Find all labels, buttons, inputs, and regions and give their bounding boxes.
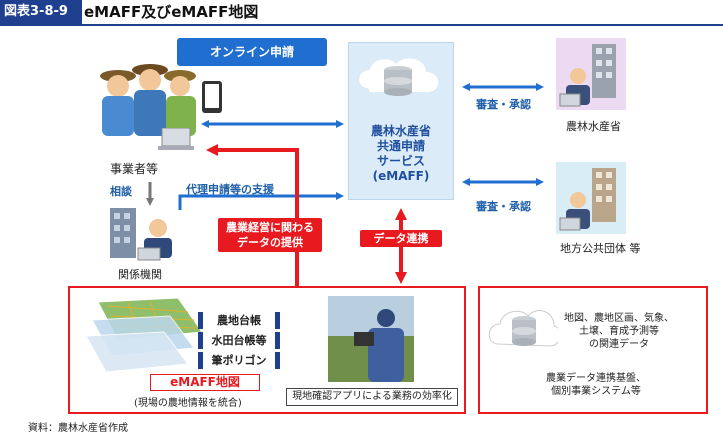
layer-farmland-ledger: 農地台帳 (198, 312, 280, 329)
smartphone-icon (202, 81, 222, 113)
farm-data-provision-label: 農業経営に関わる データの提供 (218, 218, 322, 252)
related-data-line5: 個別事業システム等 (551, 386, 641, 397)
field-check-app-label: 現地確認アプリによる業務の効率化 (286, 388, 458, 406)
related-data-line1: 地図、農地区画、気象、 (564, 313, 674, 324)
maff-label: 農林水産省 (566, 120, 621, 133)
data-linkage-label: データ連携 (360, 230, 442, 247)
business-operators-label: 事業者等 (110, 162, 159, 176)
review-approval-label-top: 審査・承認 (476, 98, 531, 111)
map-layers-illustration (85, 297, 203, 373)
layer-field-polygon: 筆ポリゴン (198, 352, 280, 369)
emaff-map-panel (68, 286, 466, 414)
farmers-illustration (100, 64, 196, 136)
field-check-photo (328, 296, 414, 382)
laptop-icon (158, 128, 194, 150)
local-governments-label: 地方公共団体 等 (560, 242, 641, 255)
online-application-label: オンライン申請 (177, 38, 327, 66)
related-systems-list: 農業データ連携基盤、 個別事業システム等 (506, 372, 686, 398)
related-organizations-label: 関係機関 (118, 268, 162, 281)
emaff-map-name: eMAFF地図 (150, 374, 260, 391)
maff-illustration (556, 38, 626, 110)
review-approval-label-bottom: 審査・承認 (476, 200, 531, 213)
figure-title: eMAFF及びeMAFF地図 (84, 3, 259, 21)
consultation-label: 相談 (110, 185, 132, 198)
farm-data-provision-line1: 農業経営に関わる (226, 221, 314, 234)
related-data-line3: の関連データ (589, 339, 649, 350)
service-name-line3: サービス (376, 154, 425, 168)
database-cloud-icon (488, 310, 558, 347)
related-organizations-illustration (110, 208, 172, 261)
related-data-list: 地図、農地区画、気象、 土壌、育成予測等 の関連データ (544, 312, 694, 351)
related-data-line2: 土壌、育成予測等 (579, 326, 659, 337)
arrow-proxy-support (178, 192, 344, 210)
emaff-service-name: 農林水産省 共通申請 サービス (eMAFF) (348, 124, 454, 184)
figure-number: 図表3-8-9 (0, 0, 82, 24)
local-governments-illustration (556, 162, 626, 234)
database-icon (359, 58, 439, 96)
related-data-panel (478, 286, 708, 414)
layer-paddy-ledger: 水田台帳等 (198, 332, 280, 349)
related-data-line4: 農業データ連携基盤、 (546, 373, 646, 384)
service-name-line2: 共通申請 (376, 139, 425, 153)
source-note: 資料：農林水産省作成 (28, 423, 128, 434)
service-name-line4: (eMAFF) (372, 169, 430, 183)
emaff-map-caption: (現場の農地情報を統合) (134, 398, 242, 409)
service-name-line1: 農林水産省 (370, 124, 431, 138)
title-rule (0, 24, 723, 26)
proxy-support-label: 代理申請等の支援 (186, 183, 274, 196)
farm-data-provision-line2: データの提供 (237, 236, 303, 249)
